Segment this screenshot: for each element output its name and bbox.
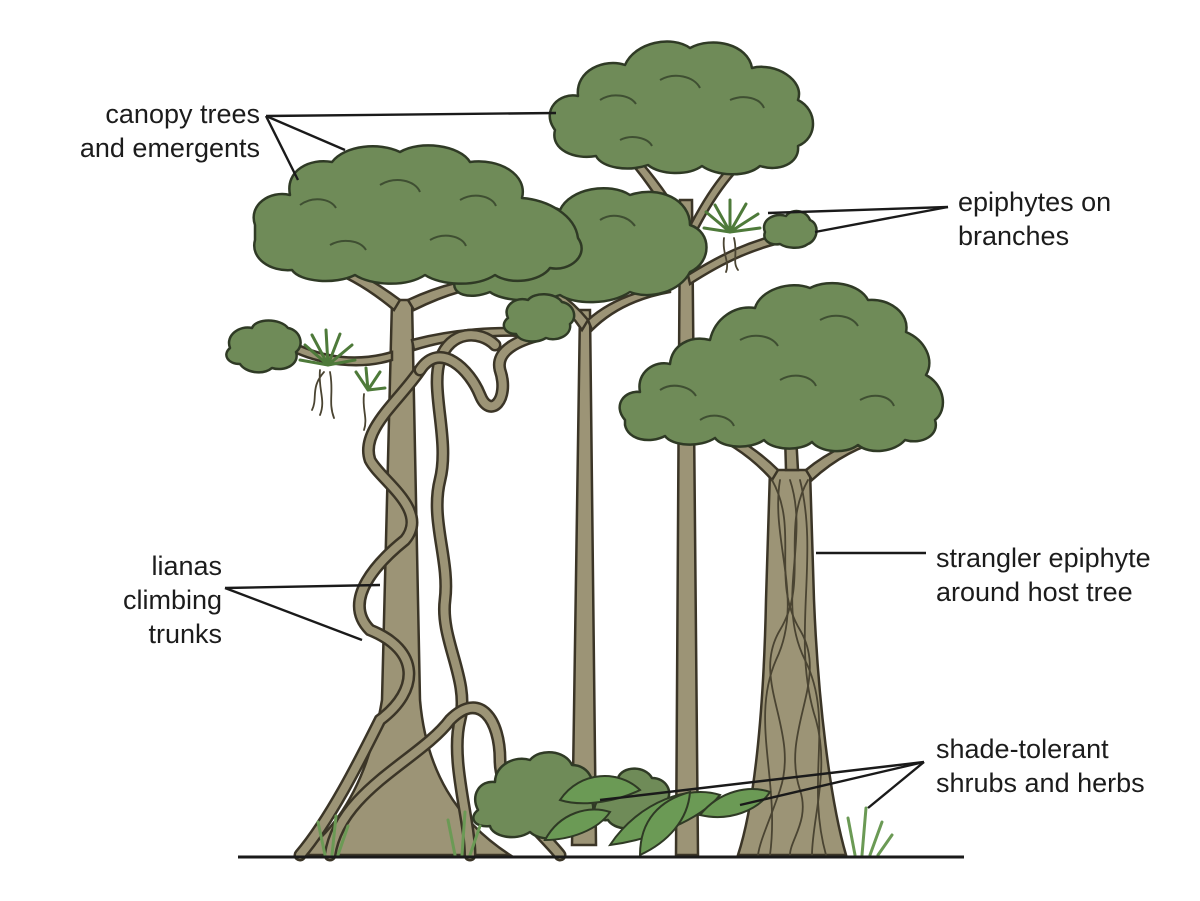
left-canopy	[252, 144, 583, 285]
epiphyte-left	[298, 328, 357, 419]
herb-leaf-3	[698, 788, 772, 819]
epiphyte-branch-foliage	[762, 209, 818, 249]
grass-left	[316, 814, 350, 857]
leader-lianas-a	[224, 583, 381, 590]
label-strangler-line1: strangler epiphyte	[936, 543, 1151, 573]
middle-side-foliage	[502, 293, 576, 343]
label-lianas-line3: trunks	[148, 619, 222, 649]
leader-canopy-b	[264, 115, 300, 181]
grass-mid	[446, 810, 482, 857]
label-epiphytes-line2: branches	[958, 221, 1070, 251]
emergent-trunk	[674, 198, 700, 857]
leader-shrubs-c	[867, 761, 925, 809]
label-canopy-line1: canopy trees	[105, 99, 260, 129]
label-strangler-line2: around host tree	[936, 577, 1133, 607]
label-lianas-line2: climbing	[122, 585, 222, 615]
leader-canopy-a	[265, 114, 346, 152]
strangler-root-1	[771, 479, 811, 856]
leader-shrubs-b	[739, 760, 925, 807]
label-strangler: strangler epiphyte around host tree	[936, 541, 1151, 609]
label-canopy-trees: canopy trees and emergents	[30, 97, 260, 165]
strangler-canopy	[618, 281, 945, 453]
label-canopy-line2: and emergents	[79, 133, 260, 163]
leader-epi-b	[814, 205, 949, 234]
label-lianas: lianas climbing trunks	[60, 549, 222, 651]
epiphyte-left-small	[354, 366, 387, 431]
emergent-canopy	[548, 40, 815, 176]
herb-leaf-5	[638, 790, 692, 857]
leader-epi-a	[767, 205, 949, 215]
strangler-root-4	[764, 479, 789, 856]
leader-shrubs-a	[599, 760, 925, 802]
label-shrubs-line1: shade-tolerant	[936, 734, 1109, 764]
label-epiphytes-line1: epiphytes on	[958, 187, 1112, 217]
epiphyte-emergent	[702, 198, 762, 273]
understory-shrubs	[316, 751, 894, 857]
label-epiphytes: epiphytes on branches	[958, 185, 1111, 253]
leader-canopy-c	[265, 111, 557, 118]
herb-leaf-4	[543, 808, 612, 842]
label-shrubs-line2: shrubs and herbs	[936, 768, 1145, 798]
strangler-root-5	[799, 479, 823, 856]
middle-trunk	[570, 308, 598, 847]
left-side-foliage	[225, 319, 302, 374]
strangler-root-2	[757, 479, 809, 856]
strangler-host-tree	[698, 398, 892, 857]
epiphyte-plants	[298, 198, 762, 431]
leader-lianas-b	[224, 586, 363, 642]
label-lianas-line1: lianas	[151, 551, 222, 581]
grass-right	[846, 806, 894, 857]
label-shrubs: shade-tolerant shrubs and herbs	[936, 732, 1145, 800]
canopy-foliage	[225, 40, 945, 453]
leader-lines	[224, 111, 949, 809]
